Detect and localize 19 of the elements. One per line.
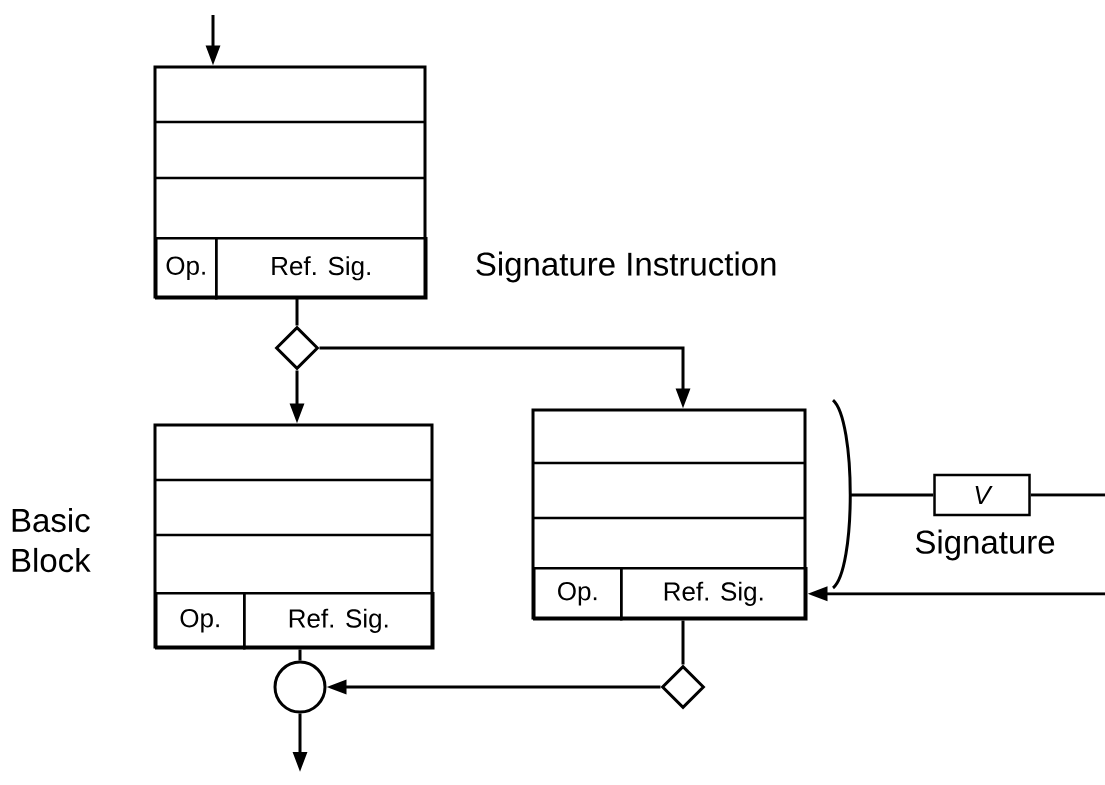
table-cell: Ref. Sig. — [620, 567, 808, 621]
connector-line — [850, 493, 934, 497]
table-cell: Ref. Sig. — [215, 237, 428, 300]
connector-line — [298, 649, 302, 661]
instruction-block — [153, 65, 427, 299]
connector-line — [295, 298, 299, 326]
table-cell: Op. — [533, 567, 623, 621]
connector-line — [681, 620, 685, 665]
edge-label: Signature — [913, 528, 1057, 562]
table-cell: Op. — [155, 237, 218, 300]
connector-line — [1030, 493, 1105, 497]
block-label: Signature Instruction — [476, 251, 776, 283]
junction-circle — [273, 660, 327, 714]
table-cell: Ref. Sig. — [243, 592, 435, 650]
instruction-block — [153, 423, 434, 649]
function-box: V — [933, 473, 1031, 517]
instruction-block — [531, 408, 807, 620]
table-cell: Op. — [155, 592, 246, 650]
block-label: Basic Block — [12, 507, 91, 573]
